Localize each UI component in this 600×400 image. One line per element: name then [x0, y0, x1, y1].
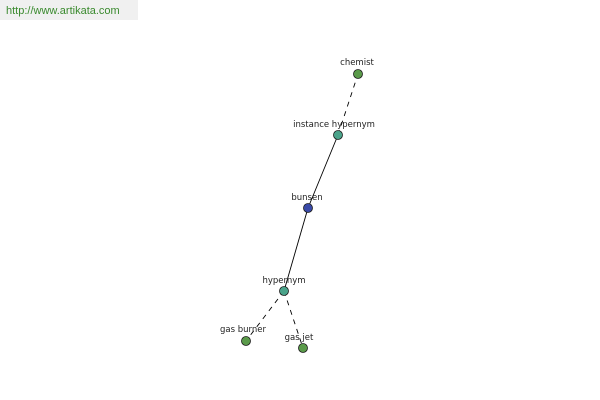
node-label-gas-burner: gas burner	[220, 325, 266, 335]
node-label-gas-jet: gas jet	[285, 333, 314, 343]
node-label-instance-hypernym: instance hypernym	[293, 120, 375, 130]
source-url-link[interactable]: http://www.artikata.com	[0, 0, 138, 20]
node-label-hypernym: hypernym	[262, 276, 305, 286]
node-gas-jet[interactable]: gas jet	[285, 333, 314, 353]
node-marker-chemist[interactable]	[353, 69, 363, 79]
edges-layer	[245, 73, 359, 349]
node-bunsen[interactable]: bunsen	[291, 193, 323, 213]
node-chemist[interactable]: chemist	[340, 58, 375, 79]
node-marker-instance-hypernym[interactable]	[333, 130, 343, 140]
node-marker-gas-jet[interactable]	[298, 343, 308, 353]
node-marker-hypernym[interactable]	[279, 286, 289, 296]
edge-bunsen-to-instance-hypernym	[307, 134, 339, 209]
edge-instance-hypernym-to-chemist	[337, 73, 359, 136]
node-marker-gas-burner[interactable]	[241, 336, 251, 346]
node-label-bunsen: bunsen	[291, 193, 322, 203]
edge-hypernym-to-gas-jet	[283, 290, 304, 349]
node-instance-hypernym[interactable]: instance hypernym	[293, 120, 375, 140]
node-gas-burner[interactable]: gas burner	[220, 325, 266, 346]
node-marker-bunsen[interactable]	[303, 203, 313, 213]
edge-bunsen-to-hypernym	[283, 207, 309, 292]
nodes-layer: chemist instance hypernym bunsen hypernym ga…	[220, 58, 375, 353]
node-hypernym[interactable]: hypernym	[262, 276, 306, 296]
edge-hypernym-to-gas-burner	[245, 290, 285, 342]
node-label-chemist: chemist	[340, 58, 374, 68]
